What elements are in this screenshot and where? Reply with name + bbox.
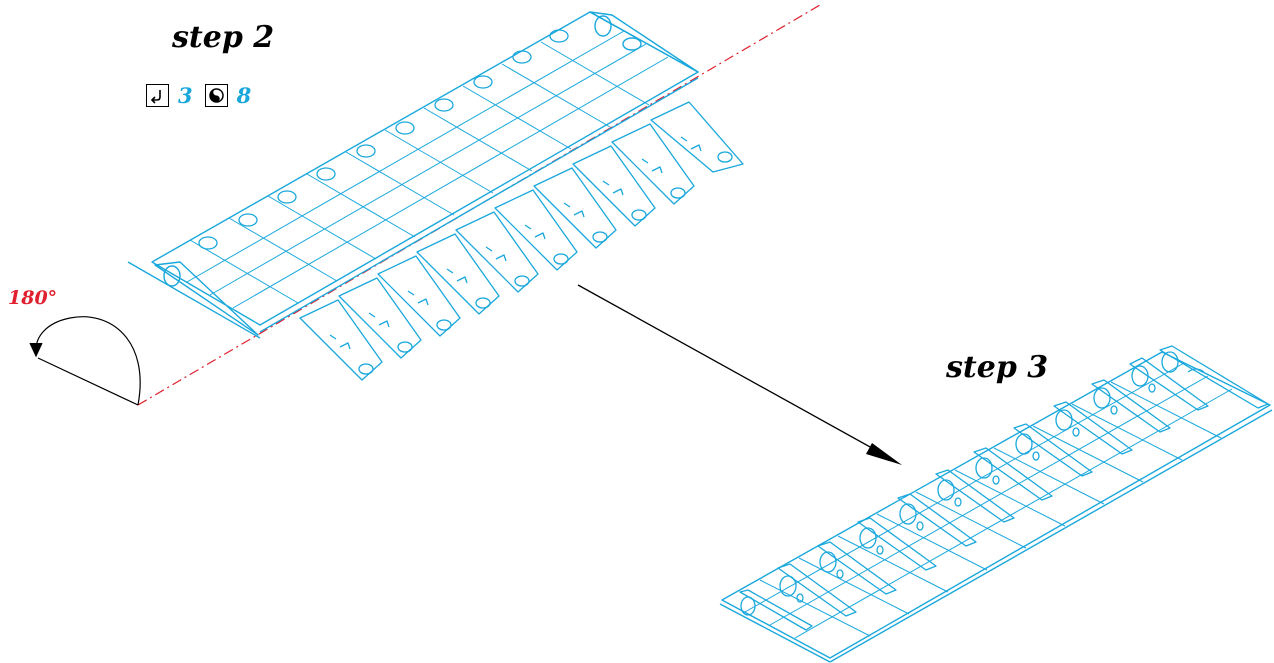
upright-rib (739, 589, 813, 631)
rib-tab (494, 189, 578, 271)
upright-rib (973, 447, 1053, 501)
upright-rib (1053, 401, 1133, 455)
parts-legend: 3 8 (146, 81, 263, 109)
rib-tab (533, 167, 617, 249)
upright-rib (1013, 423, 1093, 477)
upright-rib (817, 541, 897, 595)
step-2-tabs (299, 101, 744, 381)
upright-rib (1091, 379, 1171, 433)
rib-tab (377, 255, 461, 337)
rib-tab (299, 299, 383, 381)
step-2-title: step 2 (172, 20, 275, 55)
step-3-ribs (739, 345, 1269, 631)
step-3-panel (719, 351, 1273, 663)
rib-tab (455, 211, 539, 293)
upright-rib (1129, 357, 1209, 411)
step-transition-arrow (577, 284, 902, 465)
glue-icon (204, 83, 228, 107)
rotation-arrow (29, 316, 141, 406)
rib-tab (650, 101, 744, 173)
rotation-angle-label: 180° (8, 287, 58, 309)
step-2-panel (127, 11, 699, 339)
upright-rib (897, 493, 977, 547)
rib-tab (338, 277, 422, 359)
rib-tab (416, 233, 500, 315)
fold-count: 3 (178, 82, 193, 108)
glue-count: 8 (236, 82, 252, 108)
upright-rib (777, 563, 857, 617)
rib-tab (611, 123, 695, 205)
upright-rib (935, 469, 1015, 523)
step-3-title: step 3 (946, 350, 1049, 385)
rib-tab (572, 145, 656, 227)
upright-rib (857, 517, 937, 571)
fold-arrow-icon (146, 83, 169, 107)
upright-rib (1159, 345, 1269, 409)
